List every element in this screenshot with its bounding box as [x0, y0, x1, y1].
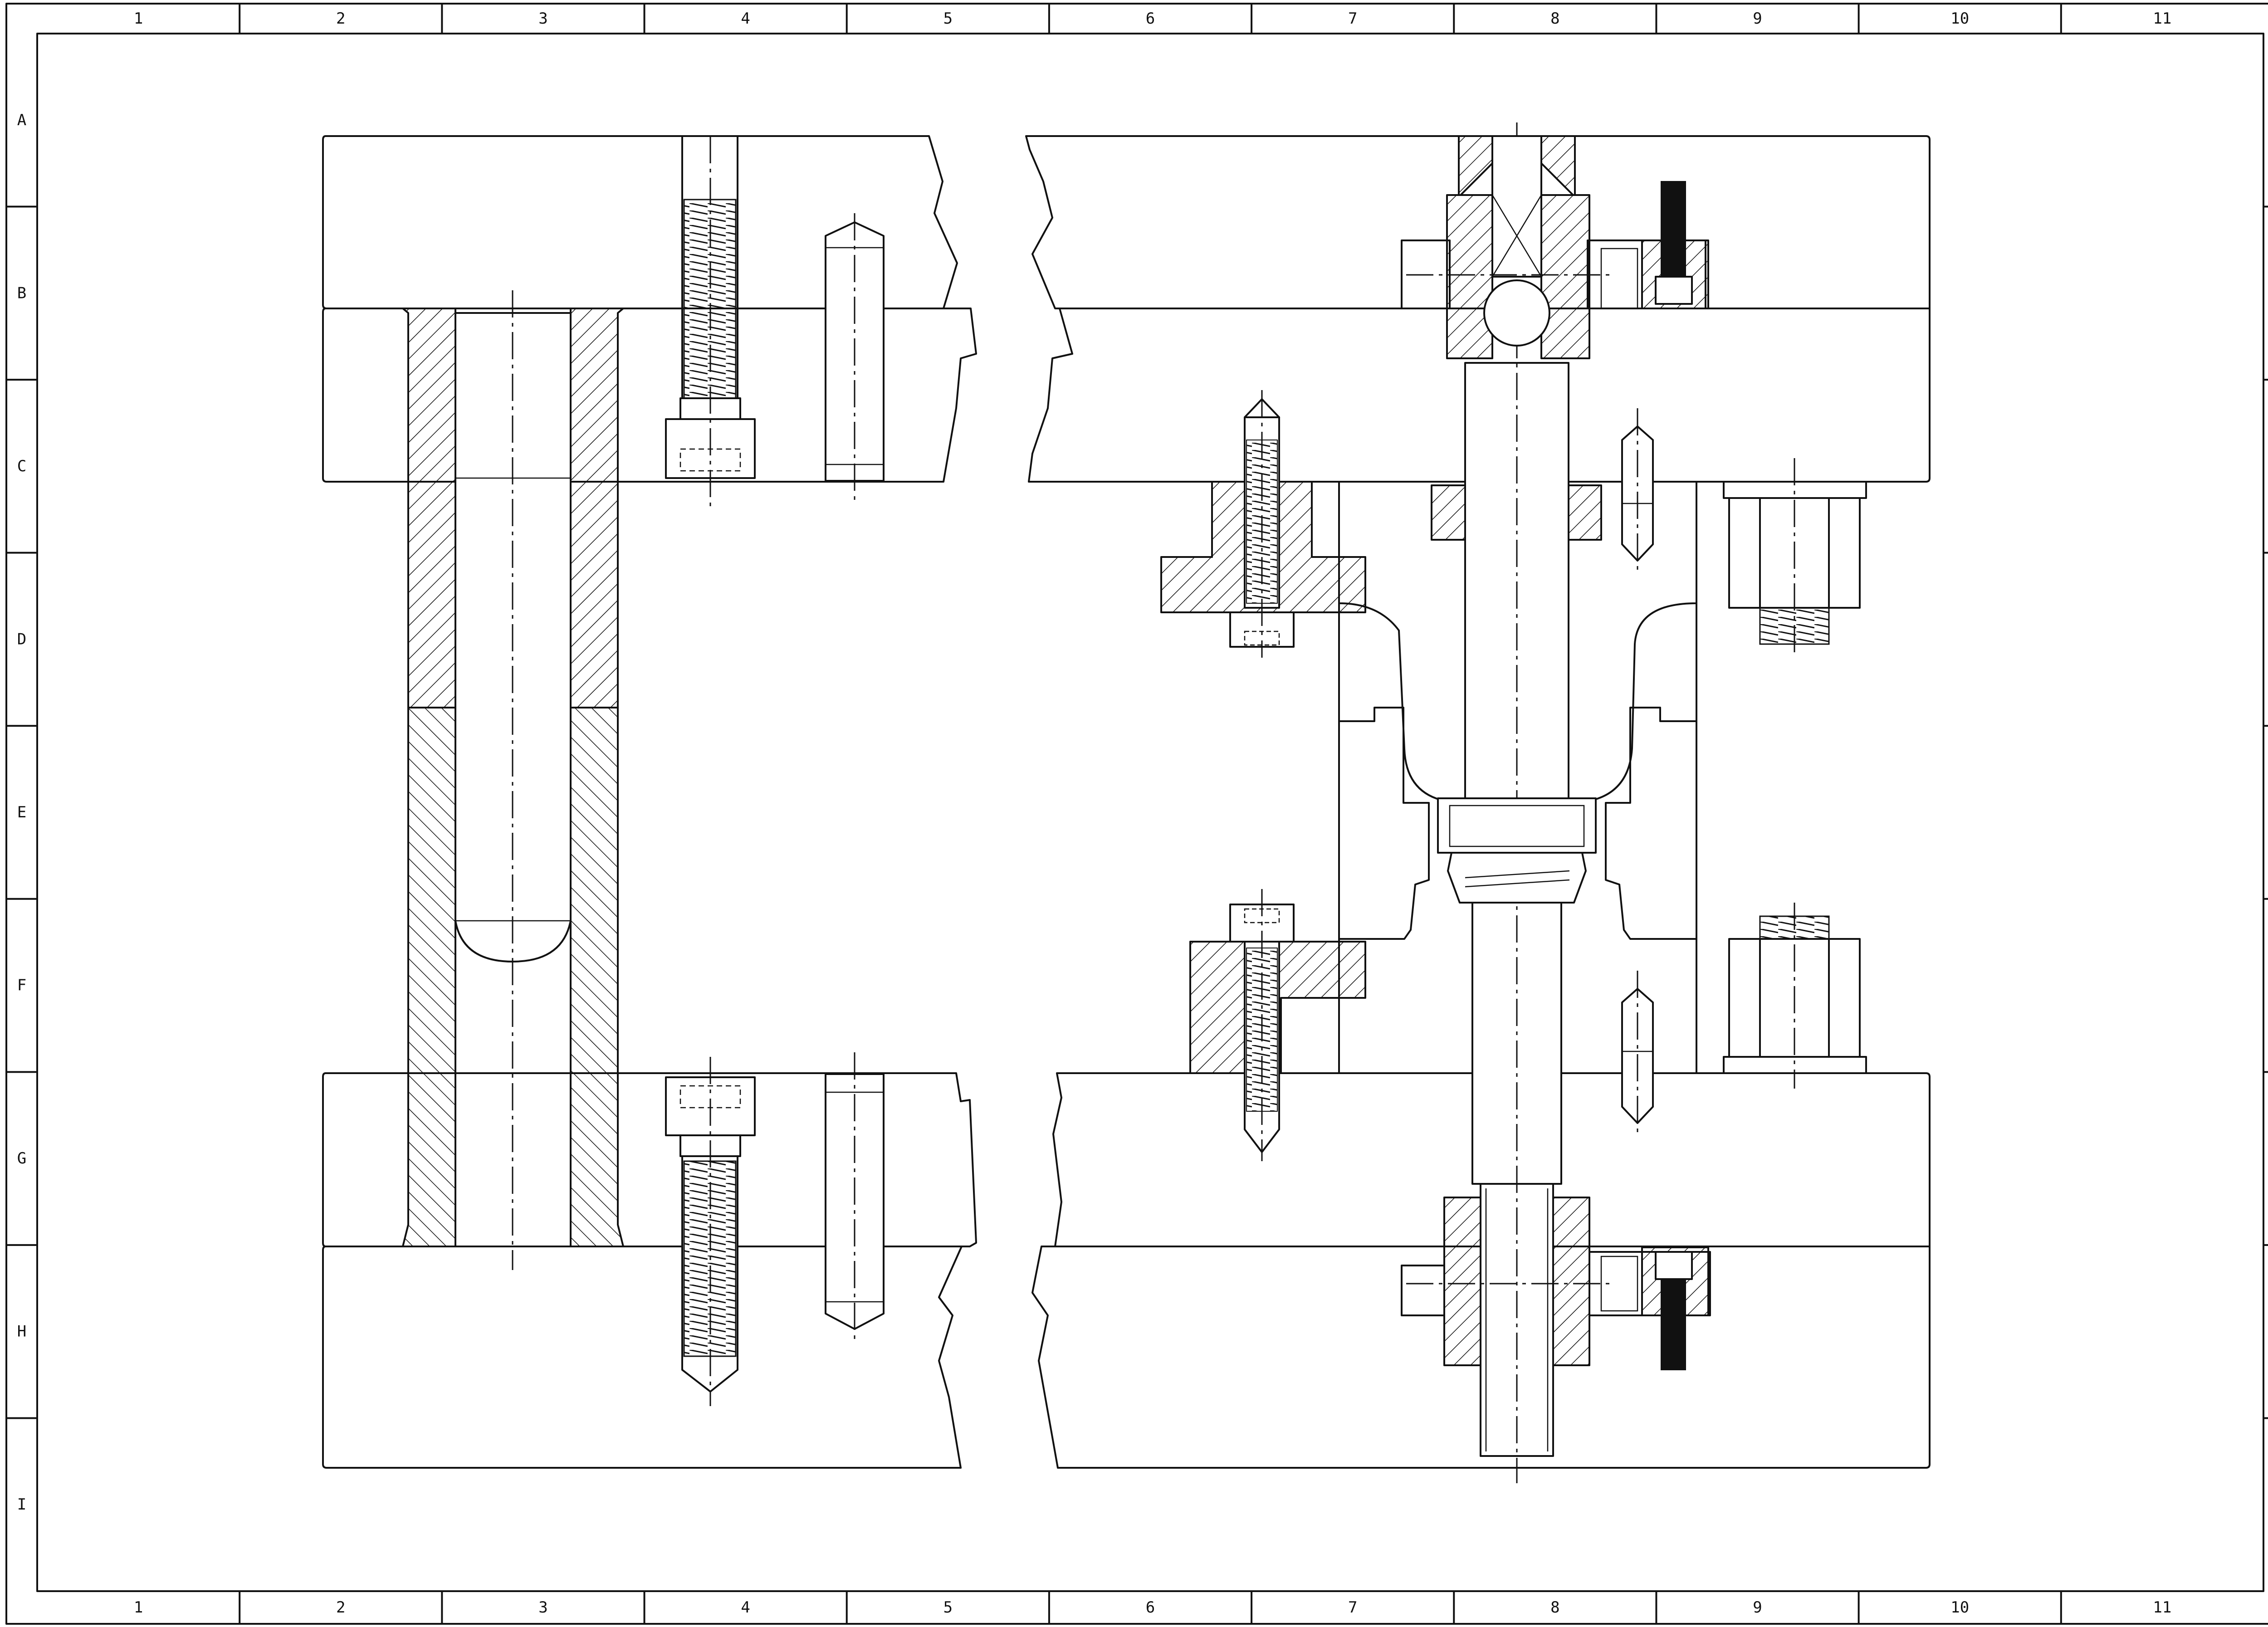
- mold-side-block-right: [1605, 707, 1697, 940]
- shaft-collar-right: [1568, 484, 1602, 541]
- column-marker-bottom-5: 5: [943, 1598, 953, 1617]
- column-marker-top-10: 10: [1950, 10, 1969, 28]
- column-marker-top-6: 6: [1146, 10, 1155, 28]
- drawing-frame: [5, 3, 2268, 1625]
- column-marker-top-2: 2: [336, 10, 345, 28]
- core-plate-right: [1052, 1072, 1931, 1247]
- column-marker-top-7: 7: [1348, 10, 1357, 28]
- hex-nut-lower: [1723, 903, 1867, 1089]
- top-clamp-plate-left: [322, 135, 958, 309]
- column-marker-bottom-8: 8: [1550, 1598, 1559, 1617]
- nozzle-tip: [1437, 797, 1597, 904]
- column-marker-top-1: 1: [134, 10, 143, 28]
- column-marker-bottom-10: 10: [1950, 1598, 1969, 1617]
- guide-bushing-wall-left: [402, 308, 456, 708]
- column-marker-top-3: 3: [538, 10, 547, 28]
- ball-bearing: [1483, 279, 1550, 347]
- upper-bearing-housing: [1401, 135, 1709, 359]
- cavity-plate-right: [1028, 308, 1931, 483]
- column-markers-bottom: 1 2 3 4 5 6 7 8 9 10 11: [134, 1591, 2171, 1624]
- row-marker-left-D: D: [17, 630, 26, 648]
- row-marker-left-F: F: [17, 977, 26, 995]
- guide-pillar-wall-right: [570, 707, 624, 1247]
- dowel-pin-upper-right: [1621, 408, 1654, 572]
- guide-pillar-wall-left: [402, 707, 456, 1247]
- upper-clamp-block: [1160, 390, 1366, 658]
- column-marker-top-5: 5: [943, 10, 953, 28]
- dowel-pin-lower-right: [1621, 971, 1654, 1134]
- row-markers-left: A B C D E F G H I: [6, 111, 37, 1514]
- column-marker-top-9: 9: [1753, 10, 1762, 28]
- column-marker-top-4: 4: [741, 10, 750, 28]
- mold-body-upper-right: [1568, 482, 1697, 804]
- shaft-collar-left: [1431, 484, 1466, 541]
- guide-bushing-wall-right: [570, 308, 624, 708]
- column-marker-bottom-11: 11: [2153, 1598, 2171, 1617]
- column-marker-bottom-7: 7: [1348, 1598, 1357, 1617]
- row-marker-left-H: H: [17, 1323, 26, 1341]
- core-plate-left: [322, 1072, 977, 1247]
- top-clamp-plate-right: [1025, 135, 1931, 309]
- hex-nut-upper: [1723, 458, 1867, 653]
- column-marker-bottom-1: 1: [134, 1598, 143, 1617]
- dowel-pin-upper-left: [825, 213, 885, 503]
- mold-side-block-left: [1338, 707, 1430, 940]
- column-marker-top-11: 11: [2153, 10, 2171, 28]
- set-screw-upper-right: [1661, 181, 1686, 277]
- right-plate-assembly: [1025, 122, 1931, 1483]
- column-markers-top: 1 2 3 4 5 6 7 8 9 10 11: [134, 4, 2171, 34]
- column-marker-bottom-3: 3: [538, 1598, 547, 1617]
- row-marker-left-B: B: [17, 284, 26, 302]
- set-screw-lower-right: [1661, 1279, 1686, 1370]
- column-marker-bottom-9: 9: [1753, 1598, 1762, 1617]
- column-marker-bottom-4: 4: [741, 1598, 750, 1617]
- lower-clamp-block: [1189, 889, 1366, 1161]
- row-marker-left-G: G: [17, 1149, 26, 1168]
- left-plate-assembly: [322, 135, 977, 1469]
- cavity-plate-left: [322, 308, 977, 483]
- row-marker-left-I: I: [17, 1495, 26, 1514]
- row-marker-left-E: E: [17, 803, 26, 821]
- column-marker-top-8: 8: [1550, 10, 1559, 28]
- lower-bearing-housing: [1401, 1197, 1711, 1370]
- dowel-pin-lower-left: [825, 1052, 885, 1343]
- cap-screw-lower-left: [665, 1057, 756, 1406]
- row-marker-left-C: C: [17, 457, 26, 475]
- row-marker-left-A: A: [17, 111, 26, 129]
- column-marker-bottom-6: 6: [1146, 1598, 1155, 1617]
- bottom-clamp-plate-right: [1031, 1246, 1931, 1469]
- column-marker-bottom-2: 2: [336, 1598, 345, 1617]
- bottom-clamp-plate-left: [322, 1246, 963, 1469]
- cap-screw-upper-left: [665, 135, 756, 508]
